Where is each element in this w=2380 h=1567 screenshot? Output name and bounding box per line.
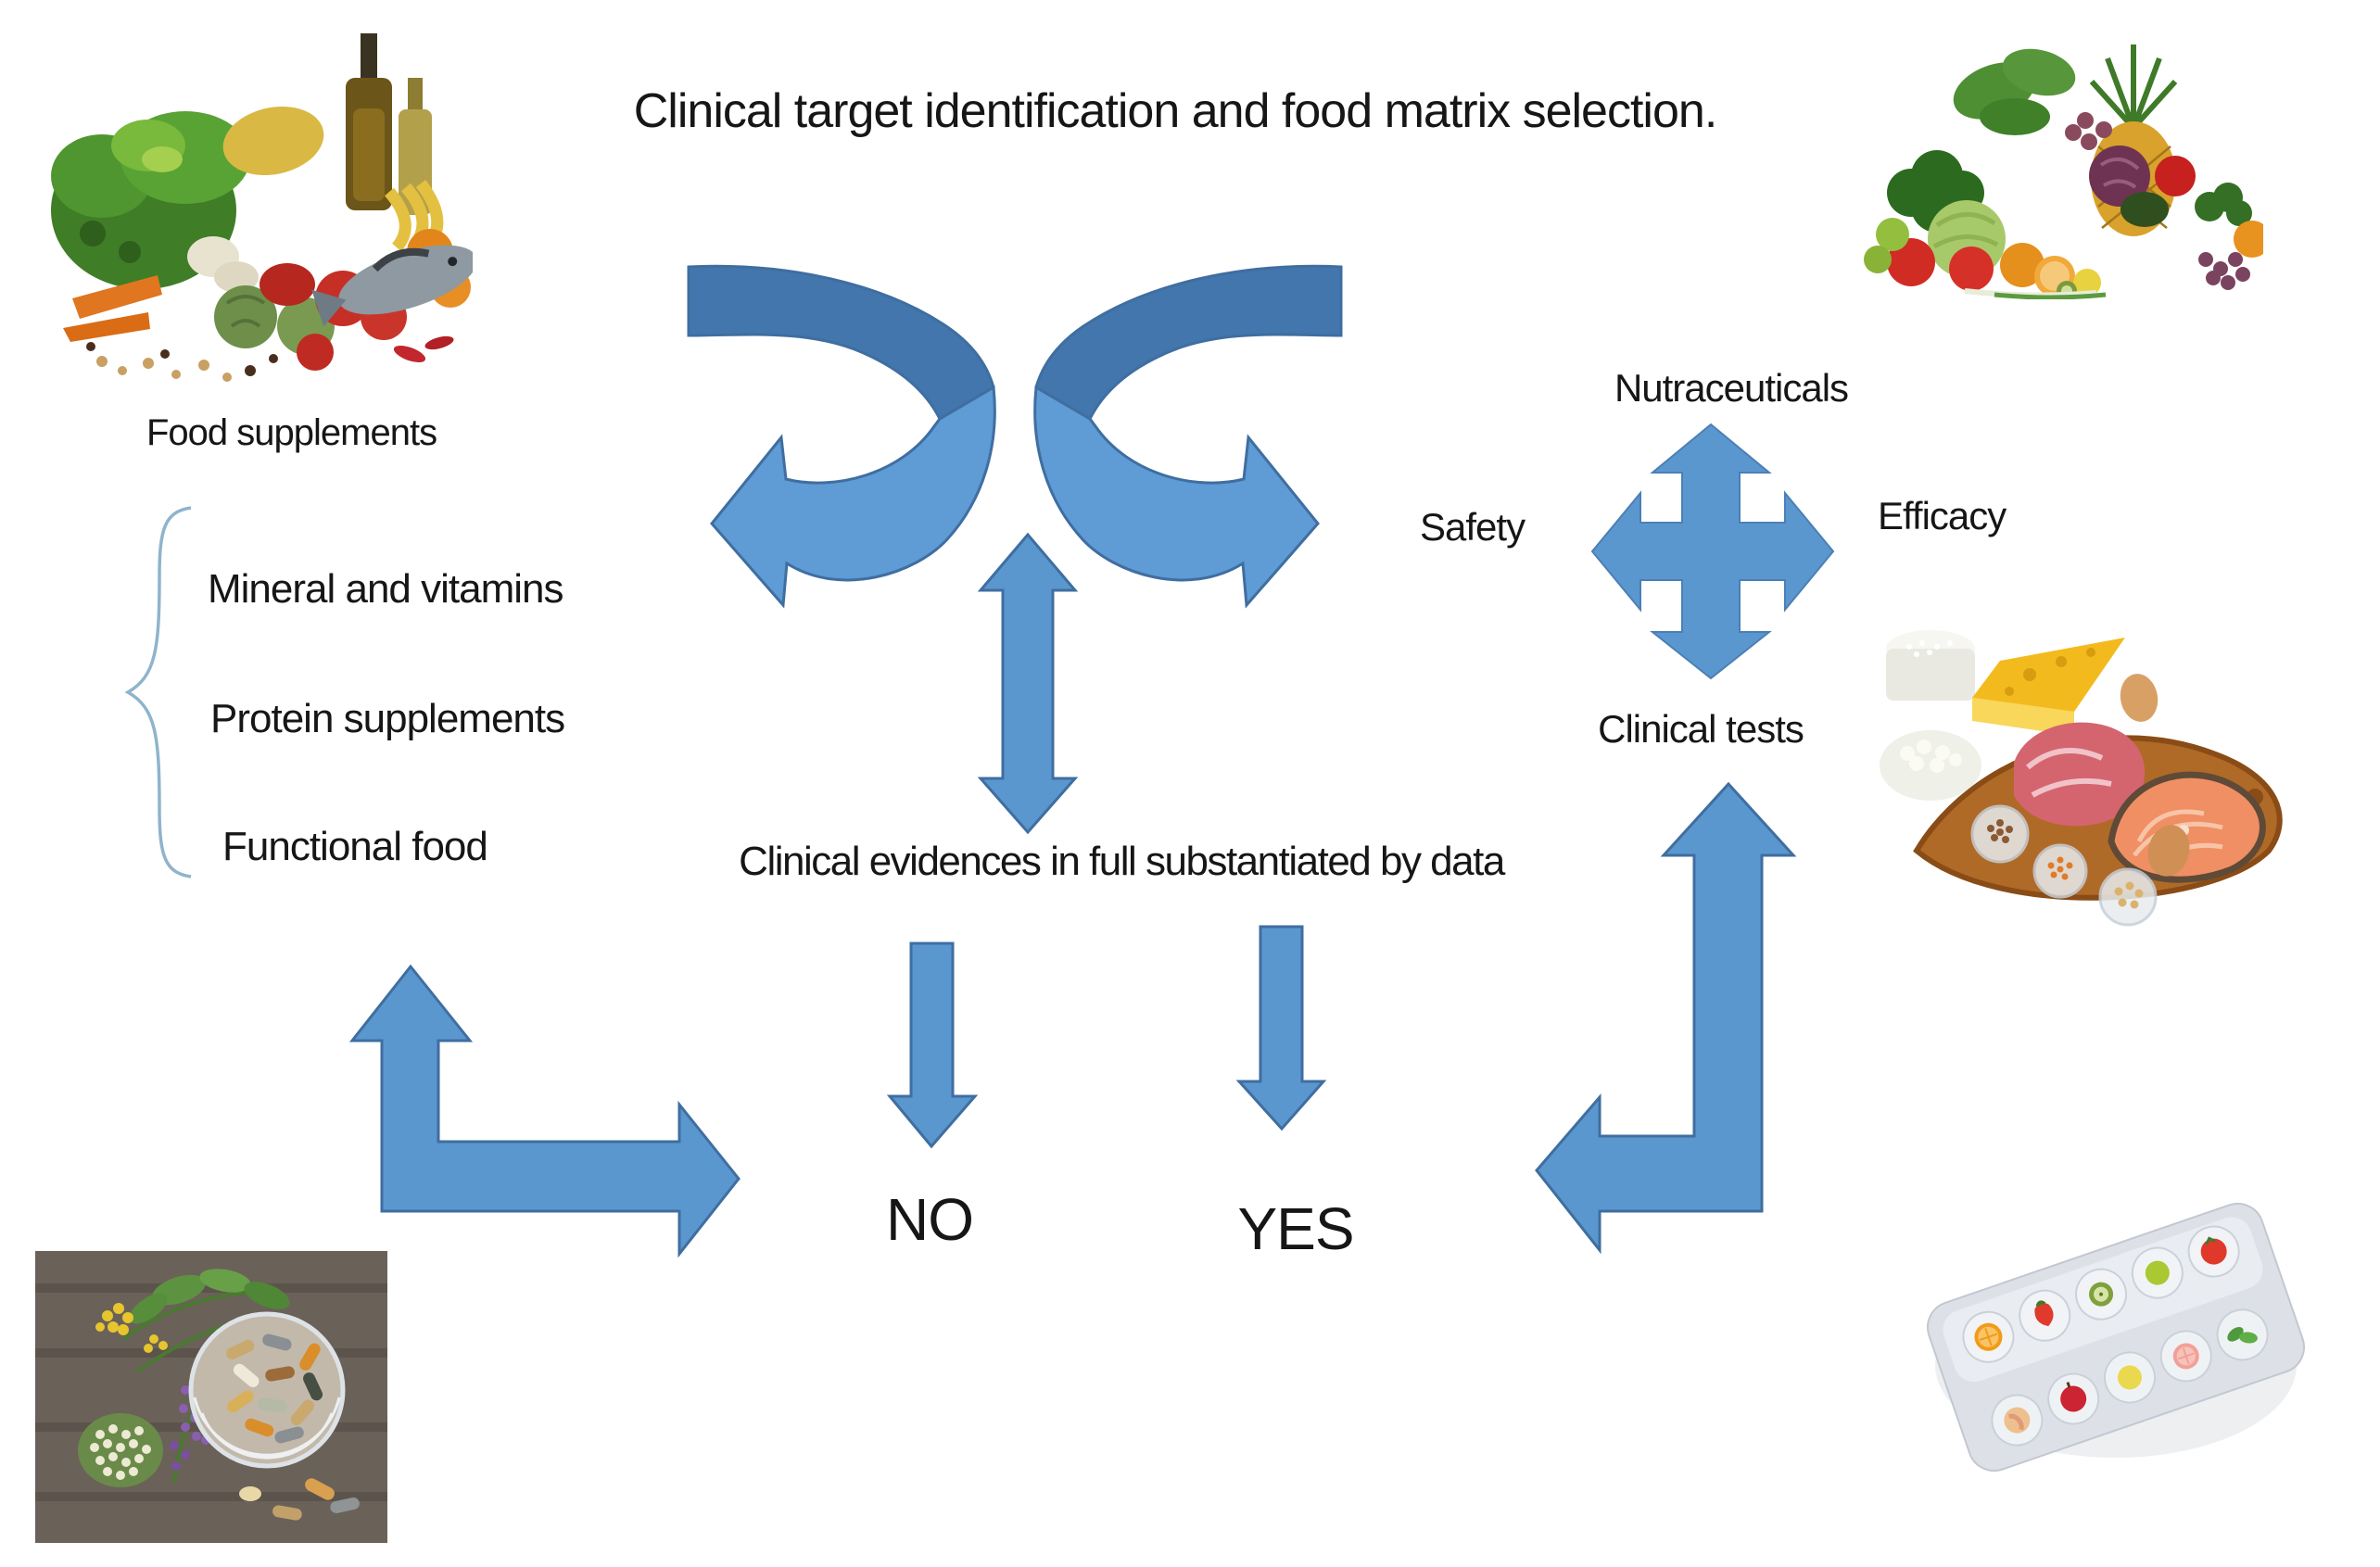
answer-no: NO: [886, 1186, 974, 1253]
diagram-title: Clinical target identification and food …: [633, 84, 1718, 138]
bent-up-right-arrow: [348, 964, 741, 1258]
answer-yes: YES: [1237, 1195, 1354, 1262]
curved-ribbon-right-arrow: [1033, 264, 1343, 609]
food-supplements-photo: [51, 33, 473, 382]
fruit-blister-pack-photo: [1927, 1202, 2305, 1472]
protein-foods-photo: [1880, 630, 2283, 927]
up-down-arrow: [977, 532, 1079, 835]
food-supplements-caption: Food supplements: [146, 412, 437, 453]
category-functional-food: Functional food: [222, 824, 488, 869]
bent-up-left-arrow: [1535, 781, 1797, 1255]
nutraceuticals-label: Nutraceuticals: [1614, 366, 1849, 410]
herbal-supplements-photo: [35, 1251, 387, 1543]
category-mineral-vitamins: Mineral and vitamins: [208, 566, 563, 612]
blister-cells: [1962, 1225, 2269, 1447]
clinical-tests-label: Clinical tests: [1598, 707, 1804, 751]
curved-ribbon-left-arrow: [687, 264, 996, 609]
yes-down-arrow: [1235, 925, 1327, 1131]
clinical-evidence-question: Clinical evidences in full substantiated…: [739, 839, 1505, 884]
fruits-vegetables-photo: [1864, 44, 2263, 299]
category-brace: [124, 506, 192, 878]
category-protein-supplements: Protein supplements: [210, 696, 565, 741]
capsules: [226, 1333, 360, 1521]
quad-arrow: [1590, 423, 1835, 680]
safety-label: Safety: [1420, 505, 1525, 549]
no-down-arrow: [886, 941, 979, 1149]
pineapple-crown: [2089, 44, 2178, 131]
efficacy-label: Efficacy: [1878, 494, 2007, 537]
